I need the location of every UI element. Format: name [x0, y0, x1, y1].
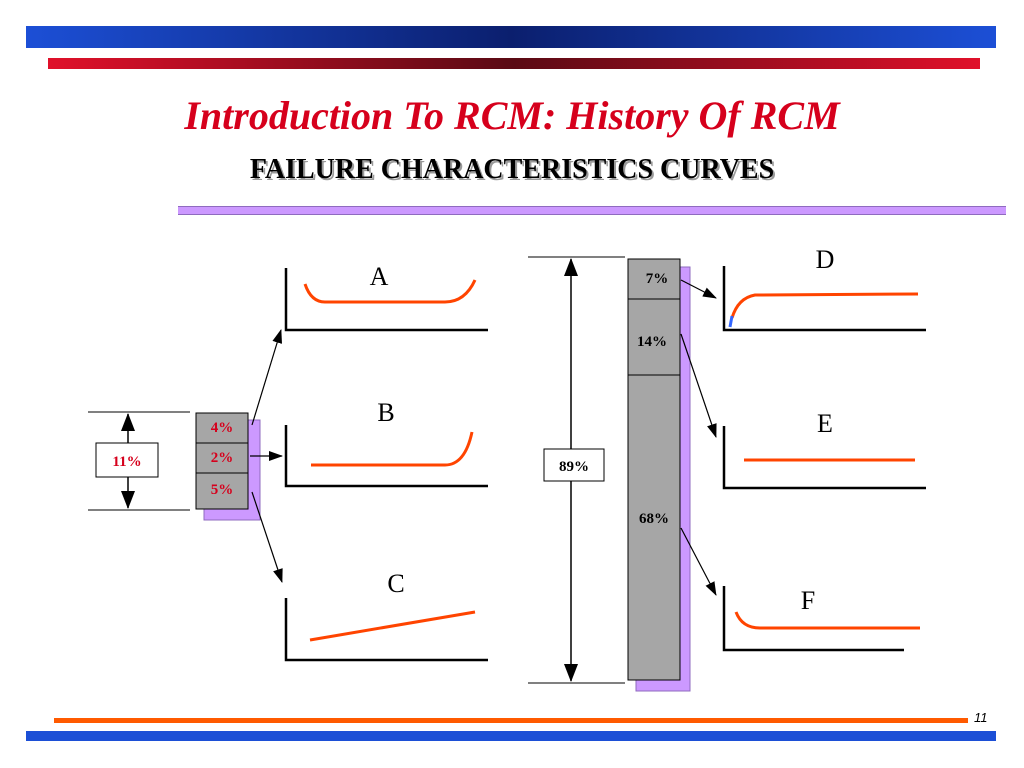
arrow-to-curve-e	[680, 333, 717, 438]
curve-d-axes	[722, 266, 926, 332]
subtitle-underline	[178, 206, 1006, 215]
footer-blue-bar	[26, 731, 996, 741]
right-segment-stack: 7% 14% 68%	[627, 258, 691, 692]
curve-c-axes	[284, 598, 488, 662]
curve-e-axes	[722, 426, 926, 490]
left-segment-5-label: 5%	[211, 482, 234, 498]
curve-c-line	[309, 610, 476, 642]
right-total-dimension: 89%	[528, 256, 625, 684]
left-segment-2	[195, 442, 249, 474]
arrow-to-curve-c	[251, 491, 283, 583]
footer-orange-line	[54, 718, 968, 723]
slide-subtitle: FAILURE CHARACTERISTICS CURVES	[249, 154, 775, 185]
curve-d-start-segment	[728, 315, 734, 328]
curve-e-plot: E	[722, 409, 926, 490]
right-segment-14	[627, 298, 681, 376]
right-segment-7-label: 7%	[646, 271, 669, 287]
curve-b-axes	[284, 425, 488, 488]
left-total-dimension: 11%	[88, 411, 190, 511]
page-number: 11	[974, 710, 988, 725]
right-segment-68-label: 68%	[639, 511, 669, 527]
curve-f-axes	[722, 586, 904, 652]
arrow-to-curve-d	[680, 279, 717, 299]
arrow-to-curve-f	[680, 527, 717, 596]
left-segment-5	[195, 472, 249, 510]
right-segment-7	[627, 258, 681, 300]
curve-b-plot: B	[284, 398, 488, 488]
slide-title: Introduction To RCM: History Of RCM	[184, 93, 840, 138]
left-segment-2-label: 2%	[211, 450, 234, 466]
left-total-label: 11%	[112, 454, 141, 470]
left-segment-stack: 4% 2% 5%	[195, 412, 261, 521]
curve-a-axes	[284, 268, 488, 332]
curve-d-label: D	[816, 245, 835, 274]
curve-f-label: F	[801, 586, 815, 615]
curve-f-line	[734, 611, 920, 630]
left-total-box	[95, 442, 159, 478]
left-segment-4-label: 4%	[211, 420, 234, 436]
curve-e-label: E	[817, 409, 833, 438]
curve-a-line	[303, 279, 477, 304]
right-segment-68	[627, 374, 681, 681]
right-total-box	[543, 448, 605, 482]
curve-d-line	[730, 292, 919, 319]
arrow-to-curve-a	[251, 329, 282, 426]
curve-c-label: C	[387, 569, 404, 598]
right-total-label: 89%	[559, 459, 589, 475]
curve-c-plot: C	[284, 569, 488, 662]
curve-a-plot: A	[284, 262, 488, 332]
curve-f-plot: F	[722, 586, 920, 652]
curve-b-line	[311, 431, 474, 467]
right-segment-14-label: 14%	[637, 334, 667, 350]
curve-d-plot: D	[722, 245, 926, 332]
header-blue-bar	[26, 26, 996, 48]
curve-b-label: B	[377, 398, 394, 427]
header-red-bar	[48, 58, 980, 69]
curve-a-label: A	[370, 262, 389, 291]
